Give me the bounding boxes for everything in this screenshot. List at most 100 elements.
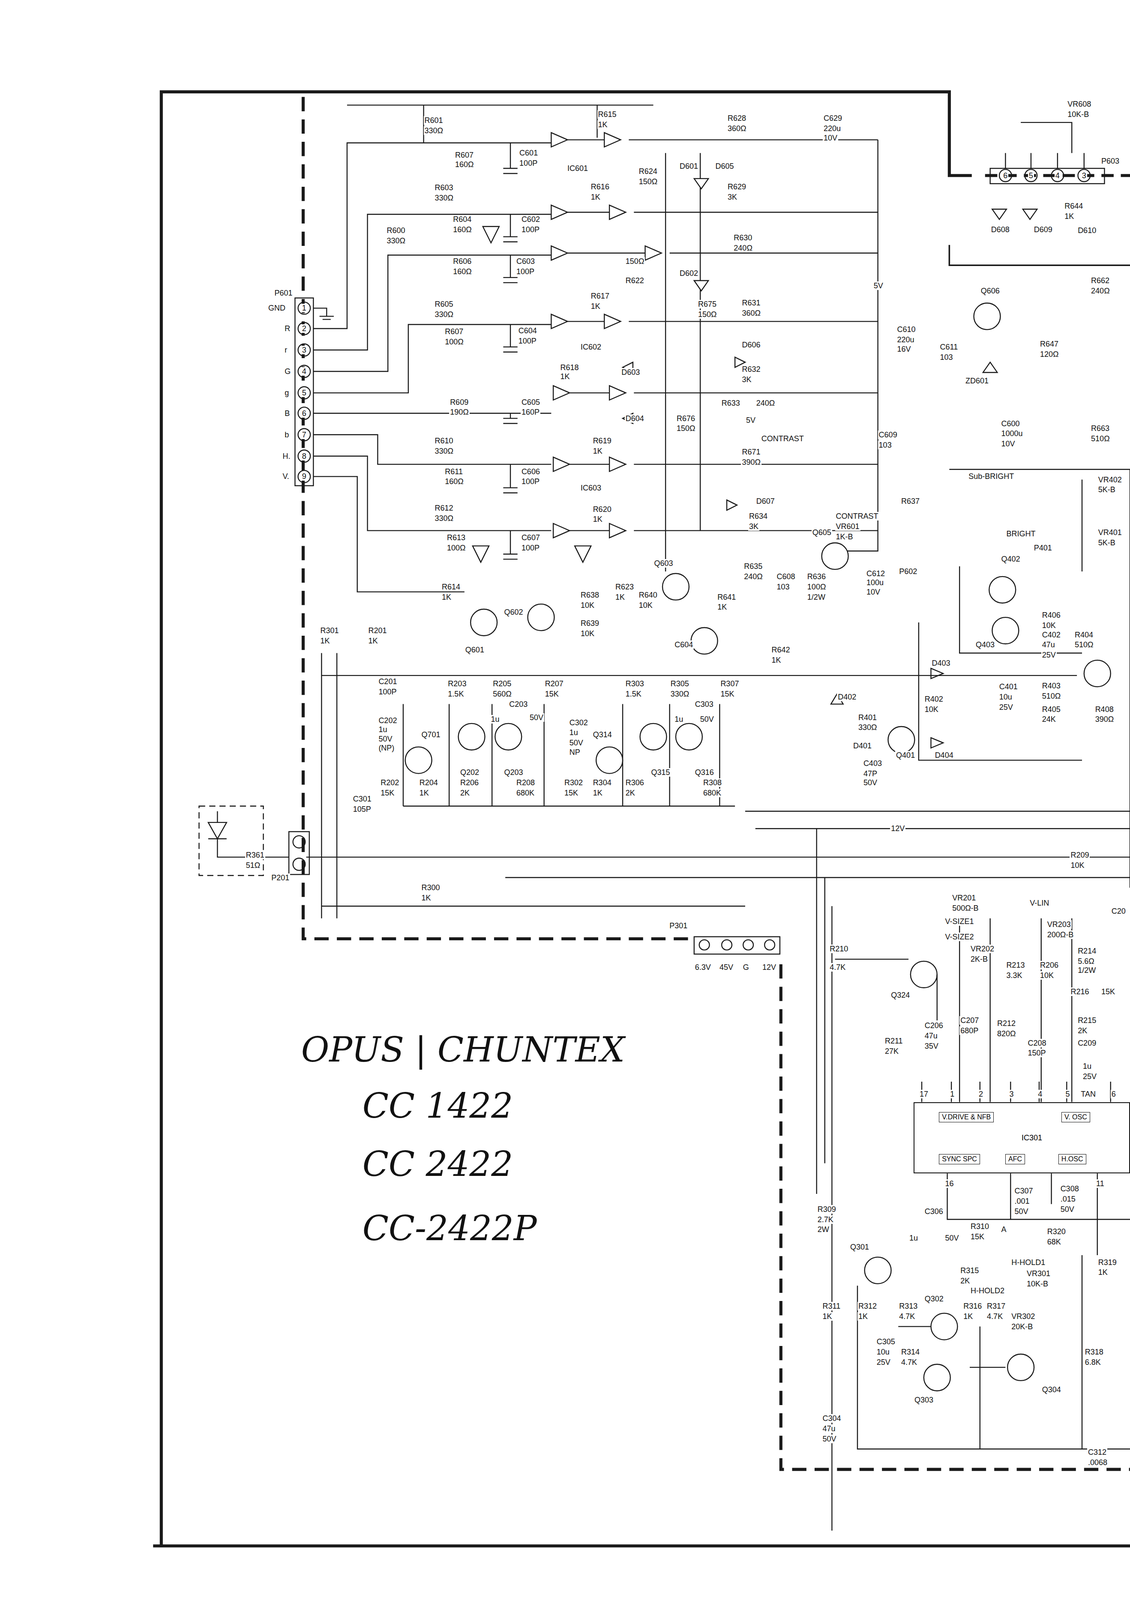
value-label: 1K [592,446,604,456]
value-label: 2K [624,788,636,798]
capacitor-label: C203 [508,700,529,709]
value-label: 16V [896,344,912,354]
block-name: AFC [1008,1155,1023,1163]
value-label: 1K [590,302,602,311]
capacitor-label: C605 [520,398,541,407]
value-label: 4 [301,367,308,376]
value-label: 1K [857,1312,869,1322]
potentiometer-label: VR302 [1010,1312,1036,1322]
value-label: 3.3K [1005,971,1023,981]
transistor-label: Q315 [650,768,671,777]
value-label: 100Ω [806,582,828,592]
value-label: 25V [1082,1072,1098,1082]
value-label: 10V [822,133,839,143]
block-name: H.OSC [1061,1155,1084,1163]
resistor-label: R212 [996,1019,1017,1029]
resistor-label: R405 [1041,705,1062,714]
value-label: 25V [875,1358,892,1367]
resistor-label: R620 [592,505,613,514]
value-label: 6.3V [694,963,712,972]
capacitor-label: C401 [998,682,1019,692]
value-label: 1.5K [446,689,465,699]
resistor-label: R619 [592,436,613,446]
resistor-label: R610 [433,436,454,446]
value-label: 10V [865,587,882,597]
value-label: 4.7K [828,963,847,972]
potentiometer-label: VR402 [1097,475,1123,485]
resistor-label: R320 [1046,1227,1067,1237]
value-label: 10K [1069,861,1086,870]
block-name: V.DRIVE & NFB [941,1113,991,1122]
value-label: 680K [515,788,536,798]
value-label: 50V [944,1234,960,1243]
connector-label: P603 [1100,156,1121,166]
value-label: 10V [1000,439,1016,449]
value-label: 1u [908,1234,919,1243]
value-label: 11 [1095,1179,1106,1189]
value-label: H. [281,452,291,461]
value-label: 100P [520,477,541,486]
value-label: 1 [301,303,308,313]
value-label: 2.7K [816,1215,835,1225]
diode-label: D608 [990,225,1011,234]
capacitor-label: C607 [520,533,541,543]
value-label: .015 [1059,1195,1077,1204]
resistor-label: R635 [743,562,764,571]
ic-function-box: V.DRIVE & NFB [938,1112,994,1123]
value-label: 16 [944,1179,955,1189]
value-label: 330Ω [433,514,455,523]
value-label: 12V [761,963,777,972]
value-label: 35V [923,1042,940,1051]
connector-label: P601 [273,288,294,298]
value-label: 6 [1002,171,1009,180]
resistor-label: R628 [726,113,747,123]
value-label: 15K [969,1232,986,1242]
capacitor-label: C609 [878,430,899,440]
connector-label: P602 [898,567,918,576]
resistor-label: R607 [454,150,475,160]
value-label: V-SIZE2 [944,932,975,942]
resistor-label: R636 [806,572,827,582]
zener-label: ZD601 [964,376,990,386]
value-label: 10K [1039,971,1055,981]
transistor-label: Q304 [1041,1385,1062,1395]
resistor-label: R603 [433,183,454,192]
value-label: 150Ω [675,424,697,433]
value-label: NP [568,748,582,757]
resistor-label: R216 [1069,987,1090,997]
potentiometer-label: VR203 [1046,920,1072,930]
value-label: 560Ω [491,689,513,699]
value-label: 5 [1064,1090,1071,1099]
value-label: V-LIN [1028,899,1050,908]
ic-label: IC602 [579,342,603,352]
potentiometer-label: VR401 [1097,528,1123,537]
capacitor-label: C629 [822,113,843,123]
resistor-label: R406 [1041,611,1062,620]
resistor-label: R630 [732,233,753,243]
capacitor-label: C306 [923,1207,945,1217]
resistor-label: R404 [1073,630,1095,640]
value-label: 47u [923,1031,939,1041]
resistor-label: R308 [702,778,723,788]
value-label: b [283,430,290,440]
value-label: 47P [862,769,879,779]
value-label: 1K [367,636,379,646]
capacitor-label: C301 [352,794,373,804]
value-label: 103 [878,440,893,450]
value-label: 45V [718,963,735,972]
value-label: 1.5K [624,689,643,699]
value-label: 51Ω [245,861,261,870]
value-label: 1/2W [806,593,827,602]
resistor-label: R612 [433,503,454,513]
value-label: 510Ω [1073,640,1095,650]
resistor-label: R361 [245,851,266,860]
value-label: 1u [568,728,579,738]
value-label: 160P [520,407,541,417]
value-label: 360Ω [740,308,762,318]
resistor-label: R204 [418,778,439,788]
value-label: 190Ω [449,407,470,417]
value-label: 100P [517,336,538,346]
capacitor-label: C402 [1041,630,1062,640]
resistor-label: R202 [379,778,400,788]
value-label: 15K [719,689,735,699]
